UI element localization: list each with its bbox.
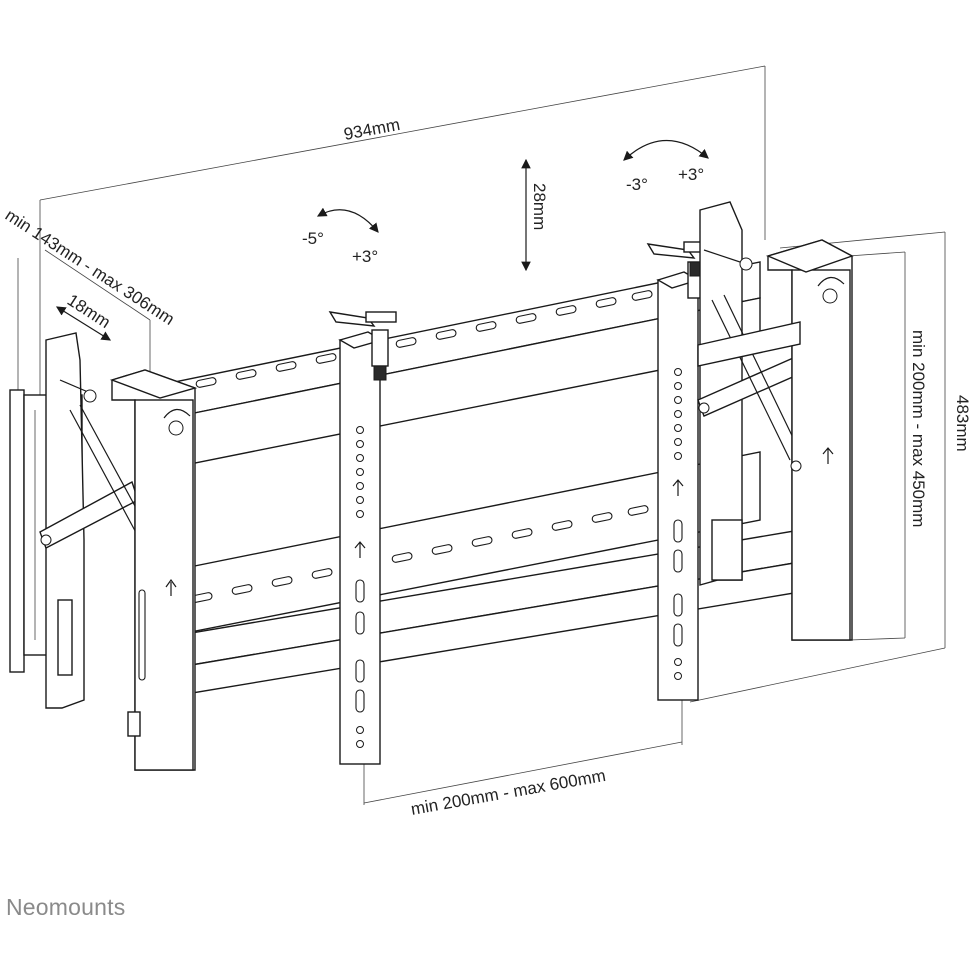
left-tilt-plus: +3° xyxy=(352,247,378,266)
right-strip-holes xyxy=(673,368,683,680)
width-label: 934mm xyxy=(342,115,401,144)
brand-logo: Neomounts xyxy=(6,894,126,920)
lower-rail-slots xyxy=(191,505,649,603)
horizontal-range-label: min 200mm - max 600mm xyxy=(409,766,607,819)
right-strip xyxy=(646,241,715,701)
tv-height-label: 483mm xyxy=(953,395,972,452)
height-dimension: 483mm min 200mm - max 450mm xyxy=(689,231,972,703)
right-tilt-minus: -3° xyxy=(626,175,648,194)
right-tilt-indicator: -3° +3° xyxy=(623,139,709,194)
vertical-range-label: min 200mm - max 450mm xyxy=(909,330,928,527)
left-wall-bracket xyxy=(9,332,149,709)
left-tilt-minus: -5° xyxy=(302,229,324,248)
height-adjust-label: 28mm xyxy=(530,183,549,230)
arm-offset-dimension: 18mm xyxy=(55,290,114,341)
center-strip-holes xyxy=(355,426,365,748)
center-strip xyxy=(328,311,397,765)
arm-offset-label: 18mm xyxy=(64,290,114,332)
right-tilt-plus: +3° xyxy=(678,165,704,184)
wall-plate xyxy=(149,261,801,701)
height-adjust-dimension: 28mm xyxy=(521,158,549,272)
upper-rail-slots xyxy=(195,290,653,388)
left-tv-bracket xyxy=(109,369,198,771)
right-tv-bracket xyxy=(765,239,854,641)
depth-dimension: min 143mm - max 306mm xyxy=(2,205,178,392)
horizontal-range-dimension: min 200mm - max 600mm xyxy=(363,700,683,819)
left-tilt-indicator: -5° +3° xyxy=(302,207,379,266)
right-wall-bracket xyxy=(697,201,805,586)
right-crossbar xyxy=(697,321,801,367)
